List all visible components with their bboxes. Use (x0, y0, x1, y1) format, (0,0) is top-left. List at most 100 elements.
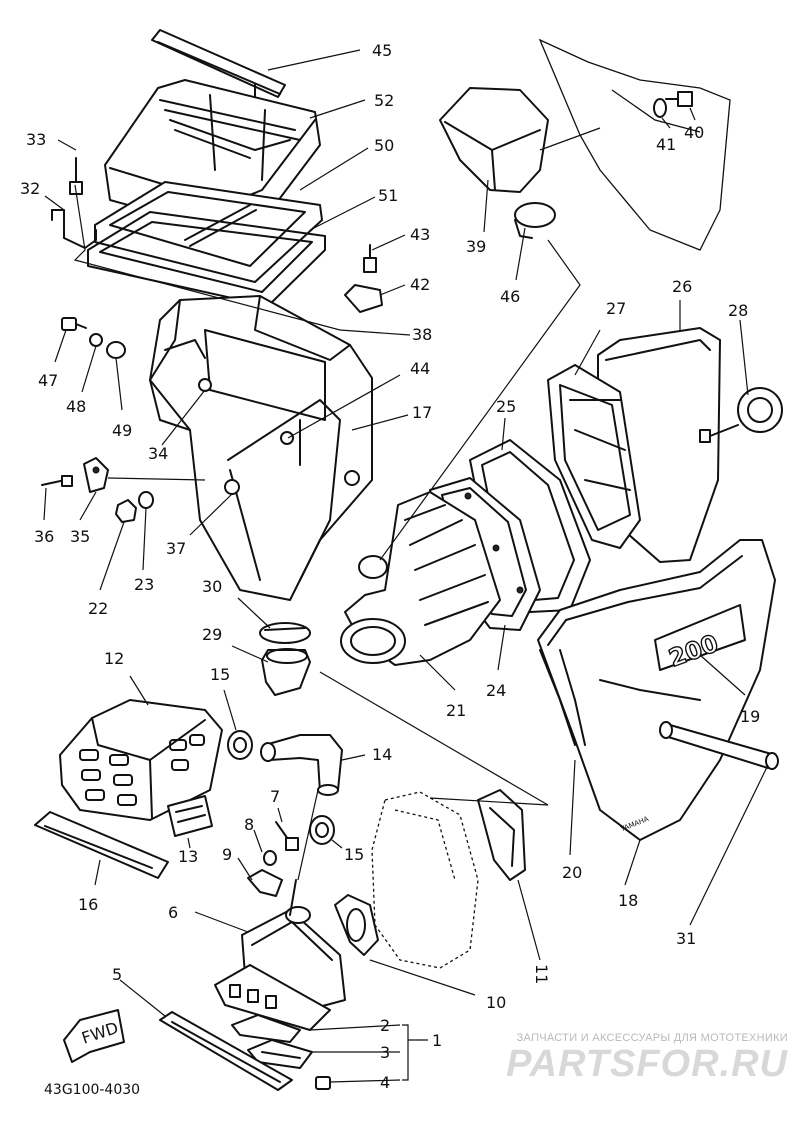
leader-lines (43, 49, 769, 1083)
knob-28 (699, 387, 783, 443)
label-19: 19 (740, 707, 760, 726)
label-18: 18 (618, 891, 638, 910)
label-17: 17 (412, 403, 432, 422)
label-46: 46 (500, 287, 520, 306)
strap-16 (34, 811, 169, 879)
label-27: 27 (606, 299, 626, 318)
label-24: 24 (486, 681, 506, 700)
label-15-lower: 15 (344, 845, 364, 864)
reed-valve-plate (214, 964, 331, 1031)
bracket-32 (51, 209, 97, 249)
label-49: 49 (112, 421, 132, 440)
label-35: 35 (70, 527, 90, 546)
intake-duct-39 (439, 87, 549, 193)
label-7: 7 (270, 787, 280, 806)
label-33: 33 (26, 130, 46, 149)
label-34: 34 (148, 444, 168, 463)
washer-41 (653, 98, 667, 118)
label-1: 1 (432, 1031, 442, 1050)
watermark: ЗАПЧАСТИ И АКСЕССУАРЫ ДЛЯ МОТОТЕХНИКИ PA… (506, 1032, 788, 1084)
label-31: 31 (676, 929, 696, 948)
frame-cover-outline (538, 38, 731, 251)
element-frame (94, 181, 323, 283)
bracket-42 (344, 284, 383, 313)
label-40: 40 (684, 123, 704, 142)
screw-36 (41, 475, 73, 487)
label-42: 42 (410, 275, 430, 294)
label-45: 45 (372, 41, 392, 60)
air-filter-element (87, 211, 326, 307)
label-16: 16 (78, 895, 98, 914)
label-38: 38 (412, 325, 432, 344)
label-32: 32 (20, 179, 40, 198)
label-12: 12 (104, 649, 124, 668)
label-3: 3 (380, 1043, 390, 1062)
washer-23 (138, 491, 154, 509)
label-37: 37 (166, 539, 186, 558)
fwd-arrow-icon: FWD (63, 1009, 125, 1063)
label-26: 26 (672, 277, 692, 296)
label-6: 6 (168, 903, 178, 922)
pipe-29 (261, 648, 311, 696)
bolt-47 (61, 317, 87, 331)
label-25: 25 (496, 397, 516, 416)
catalog-code: 43G100-4030 (44, 1082, 141, 1098)
label-8: 8 (244, 815, 254, 834)
label-23: 23 (134, 575, 154, 594)
screw-4 (315, 1076, 331, 1090)
label-5: 5 (112, 965, 122, 984)
nut-35 (83, 457, 109, 493)
frame-27 (547, 364, 641, 549)
nut-22 (115, 499, 137, 523)
label-48: 48 (66, 397, 86, 416)
label-44: 44 (410, 359, 430, 378)
label-9: 9 (222, 845, 232, 864)
washer-8 (263, 850, 277, 866)
label-21: 21 (446, 701, 466, 720)
bolt-43 (363, 244, 377, 273)
label-41: 41 (656, 135, 676, 154)
seal-44 (358, 555, 388, 579)
label-52: 52 (374, 91, 394, 110)
label-39: 39 (466, 237, 486, 256)
frame-20 (539, 649, 701, 746)
air-cleaner-case (149, 295, 373, 601)
clamp-10 (334, 894, 379, 956)
clamp-15-lower (309, 815, 335, 845)
air-intake-joint-21 (340, 491, 501, 666)
label-30: 30 (202, 577, 222, 596)
bolt-40 (665, 91, 693, 107)
label-20: 20 (562, 863, 582, 882)
label-2: 2 (380, 1016, 390, 1035)
silencer-12 (59, 699, 223, 821)
clamp-11 (477, 789, 526, 881)
carburetor-outline (371, 791, 479, 969)
label-4: 4 (380, 1073, 390, 1092)
reed-stopper (231, 1014, 301, 1043)
watermark-brand: PARTSFOR.RU (506, 1043, 788, 1085)
screw-7 (275, 821, 299, 851)
clip-9 (247, 869, 283, 897)
part-number-labels: 45 52 50 51 33 32 43 42 38 47 48 49 34 4… (20, 41, 760, 1092)
hose-14 (260, 734, 343, 796)
label-11: 11 (532, 964, 551, 984)
label-50: 50 (374, 136, 394, 155)
side-cover-18 (537, 539, 776, 841)
grommet-31 (659, 721, 779, 770)
hose-band-30 (259, 622, 311, 644)
label-22: 22 (88, 599, 108, 618)
washer-48 (89, 333, 103, 347)
label-15-upper: 15 (210, 665, 230, 684)
gasket-5 (159, 1011, 293, 1091)
label-29: 29 (202, 625, 222, 644)
clamp-15-upper (227, 730, 253, 760)
label-51: 51 (378, 186, 398, 205)
label-36: 36 (34, 527, 54, 546)
label-13 (167, 795, 213, 837)
label-47: 47 (38, 371, 58, 390)
label-14: 14 (372, 745, 392, 764)
label-13: 13 (178, 847, 198, 866)
collar-49 (106, 341, 126, 359)
label-43: 43 (410, 225, 430, 244)
